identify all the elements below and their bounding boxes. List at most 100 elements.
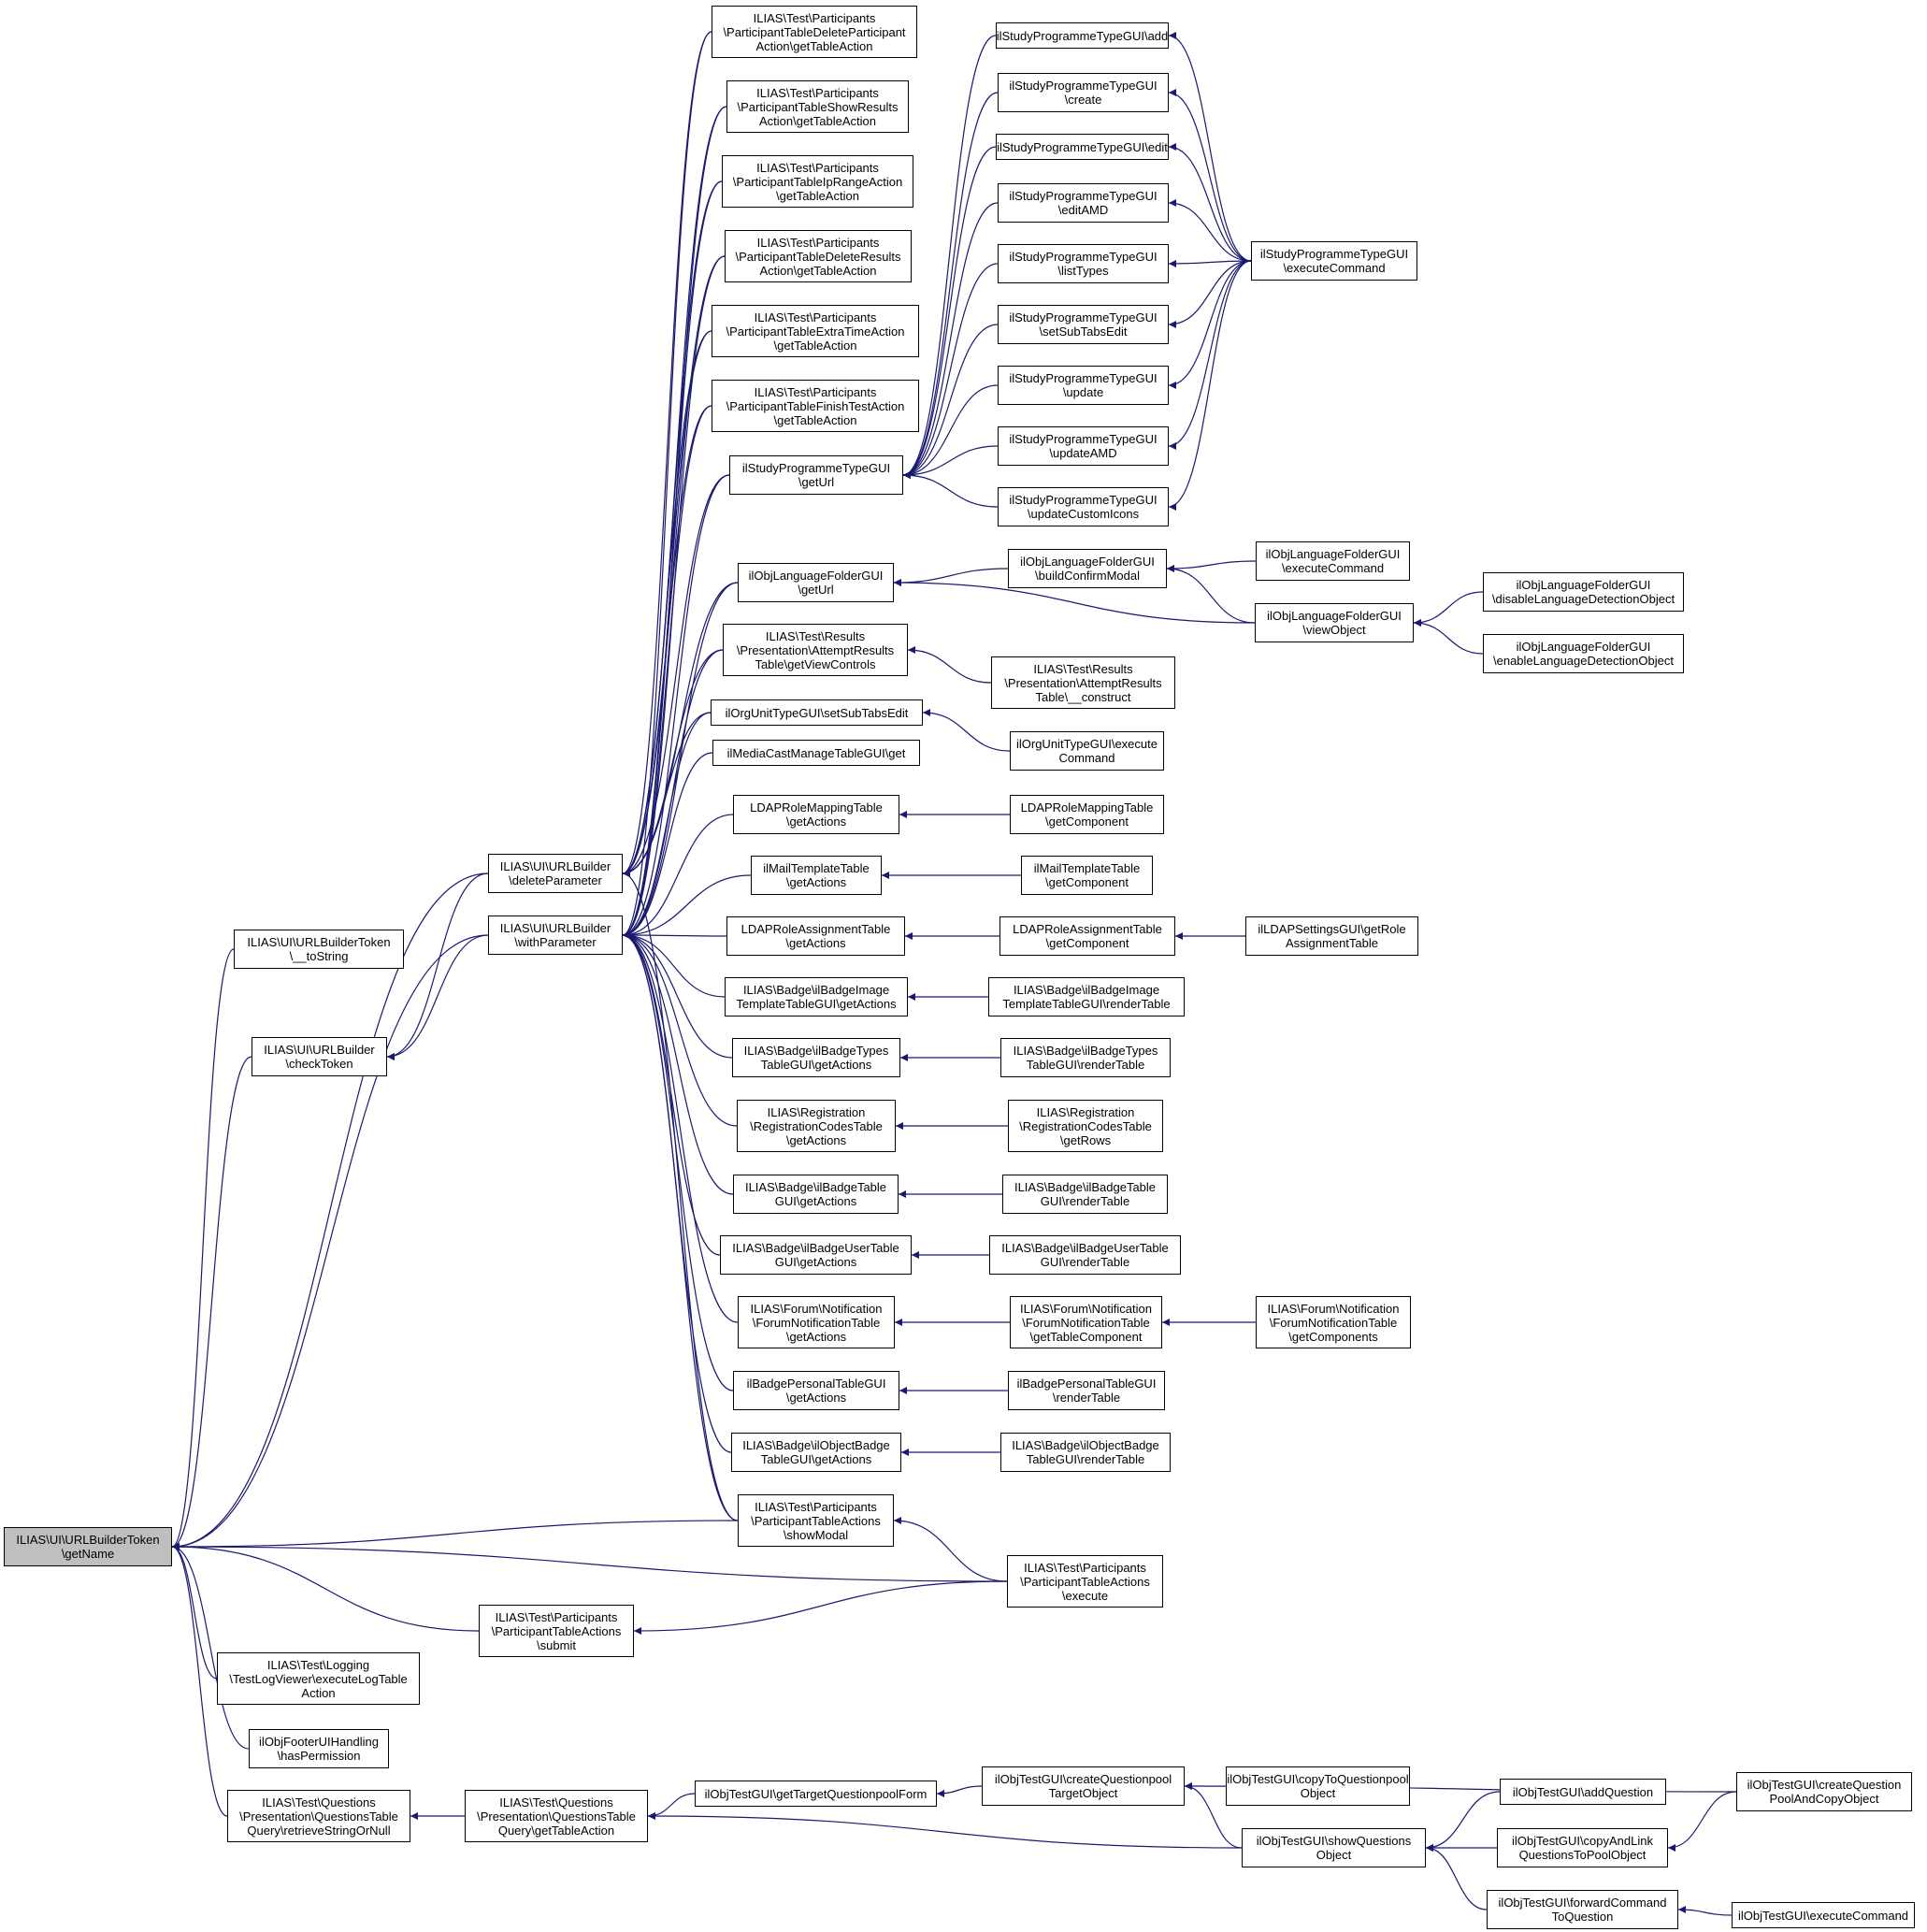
node-pFinish[interactable]: ILIAS\Test\Participants\ParticipantTable… (712, 380, 919, 432)
node-olfExec[interactable]: ilObjLanguageFolderGUI\executeCommand (1256, 541, 1410, 581)
node-tostring[interactable]: ILIAS\UI\URLBuilderToken\__toString (234, 930, 404, 969)
node-label-line: \showModal (783, 1527, 849, 1542)
edge-sptEdit-to-sptGetUrl (902, 146, 997, 479)
node-label-line: ilObjLanguageFolderGUI (1516, 578, 1651, 592)
node-sptEdit[interactable]: ilStudyProgrammeTypeGUI\edit (996, 134, 1169, 160)
node-pDelRes[interactable]: ILIAS\Test\Participants\ParticipantTable… (725, 230, 912, 282)
node-withParam[interactable]: ILIAS\UI\URLBuilder\withParameter (488, 916, 623, 955)
node-label-line: \RegistrationCodesTable (1019, 1118, 1152, 1133)
node-ldapRoleMapComp[interactable]: LDAPRoleMappingTable\getComponent (1010, 795, 1164, 834)
node-sptSetSub[interactable]: ilStudyProgrammeTypeGUI\setSubTabsEdit (998, 305, 1169, 344)
node-sptEditAMD[interactable]: ilStudyProgrammeTypeGUI\editAMD (998, 183, 1169, 223)
node-qtGetTableAction[interactable]: ILIAS\Test\Questions\Presentation\Questi… (465, 1790, 648, 1842)
node-showModal[interactable]: ILIAS\Test\Participants\ParticipantTable… (738, 1494, 894, 1547)
node-label-line: \getTableAction (776, 188, 859, 203)
edge-withParam-to-root (171, 934, 489, 1550)
node-footer[interactable]: ilObjFooterUIHandling\hasPermission (249, 1729, 389, 1768)
node-olfEnable[interactable]: ilObjLanguageFolderGUI\enableLanguageDet… (1483, 634, 1684, 673)
node-sptExec[interactable]: ilStudyProgrammeTypeGUI\executeCommand (1251, 241, 1417, 281)
node-olfGetUrl[interactable]: ilObjLanguageFolderGUI\getUrl (738, 563, 894, 602)
node-regAct[interactable]: ILIAS\Registration\RegistrationCodesTabl… (737, 1100, 896, 1152)
node-sptUpdate[interactable]: ilStudyProgrammeTypeGUI\update (998, 366, 1169, 405)
node-execute[interactable]: ILIAS\Test\Participants\ParticipantTable… (1007, 1555, 1163, 1608)
node-testExec[interactable]: ilObjTestGUI\executeCommand (1732, 1902, 1915, 1928)
edge-tostring-to-root (171, 948, 235, 1550)
node-forumComps[interactable]: ILIAS\Forum\Notification\ForumNotificati… (1256, 1296, 1411, 1348)
node-arConstruct[interactable]: ILIAS\Test\Results\Presentation\AttemptR… (991, 656, 1175, 709)
node-sptCreate[interactable]: ilStudyProgrammeTypeGUI\create (998, 73, 1169, 112)
node-deleteParam[interactable]: ILIAS\UI\URLBuilder\deleteParameter (488, 854, 623, 893)
edge-olfView-to-olfGetUrl (893, 579, 1256, 624)
node-olfView[interactable]: ilObjLanguageFolderGUI\viewObject (1255, 603, 1414, 642)
node-label-line: \executeCommand (1283, 261, 1386, 275)
node-ouSetSub[interactable]: ilOrgUnitTypeGUI\setSubTabsEdit (711, 699, 923, 726)
node-retrieveStr[interactable]: ILIAS\Test\Questions\Presentation\Questi… (227, 1790, 410, 1842)
node-root[interactable]: ILIAS\UI\URLBuilderToken\getName (4, 1527, 172, 1566)
node-badgePersAct[interactable]: ilBadgePersonalTableGUI\getActions (733, 1371, 899, 1410)
node-label-line: Command (1058, 751, 1115, 765)
node-label-line: LDAPRoleAssignmentTable (741, 922, 891, 936)
node-forumAct[interactable]: ILIAS\Forum\Notification\ForumNotificati… (738, 1296, 895, 1348)
node-regRows[interactable]: ILIAS\Registration\RegistrationCodesTabl… (1008, 1100, 1163, 1152)
node-label-line: ILIAS\Registration (767, 1104, 866, 1119)
node-label-line: ilStudyProgrammeTypeGUI (1009, 371, 1158, 385)
node-label-line: ILIAS\UI\URLBuilderToken (247, 935, 391, 949)
node-label-line: \getComponent (1045, 875, 1129, 889)
node-badgePersRender[interactable]: ilBadgePersonalTableGUI\renderTable (1008, 1371, 1165, 1410)
edge-pExtra-to-withParam (622, 330, 712, 939)
node-mailComp[interactable]: ilMailTemplateTable\getComponent (1021, 856, 1153, 895)
node-ldapRoleMapAct[interactable]: LDAPRoleMappingTable\getActions (733, 795, 899, 834)
node-label-line: ILIAS\UI\URLBuilder (499, 859, 611, 873)
node-getTargetQP[interactable]: ilObjTestGUI\getTargetQuestionpoolForm (695, 1781, 937, 1807)
node-sptUpdateIcons[interactable]: ilStudyProgrammeTypeGUI\updateCustomIcon… (998, 487, 1169, 526)
edge-badgeUserAct-to-withParam (622, 931, 721, 1256)
node-mailAct[interactable]: ilMailTemplateTable\getActions (751, 856, 882, 895)
node-olfBuild[interactable]: ilObjLanguageFolderGUI\buildConfirmModal (1008, 549, 1167, 588)
node-arGetView[interactable]: ILIAS\Test\Results\Presentation\AttemptR… (723, 624, 908, 676)
node-sptAdd[interactable]: ilStudyProgrammeTypeGUI\add (996, 22, 1169, 49)
node-label-line: ilObjTestGUI\executeCommand (1737, 1908, 1909, 1923)
node-pDelete[interactable]: ILIAS\Test\Participants\ParticipantTable… (712, 6, 917, 58)
node-label-line: ILIAS\Badge\ilBadgeTypes (1013, 1044, 1158, 1058)
node-ldapRoleAssAct[interactable]: LDAPRoleAssignmentTable\getActions (726, 916, 905, 956)
node-sptUpdateAMD[interactable]: ilStudyProgrammeTypeGUI\updateAMD (998, 426, 1169, 466)
node-olfDisable[interactable]: ilObjLanguageFolderGUI\disableLanguageDe… (1483, 572, 1684, 612)
node-sptGetUrl[interactable]: ilStudyProgrammeTypeGUI\getUrl (729, 455, 903, 495)
node-addQuestion[interactable]: ilObjTestGUI\addQuestion (1500, 1779, 1666, 1805)
node-label-line: \__toString (289, 949, 349, 963)
node-label-line: Action (301, 1685, 336, 1700)
node-pShow[interactable]: ILIAS\Test\Participants\ParticipantTable… (726, 80, 909, 133)
node-logViewer[interactable]: ILIAS\Test\Logging\TestLogViewer\execute… (217, 1652, 420, 1705)
node-label-line: ilObjTestGUI\createQuestion (1747, 1778, 1902, 1792)
node-label-line: ILIAS\Test\Logging (266, 1657, 370, 1672)
node-checkToken[interactable]: ILIAS\UI\URLBuilder\checkToken (252, 1037, 387, 1076)
node-label-line: \submit (537, 1637, 576, 1652)
node-mediaCast[interactable]: ilMediaCastManageTableGUI\get (712, 740, 920, 766)
node-pExtra[interactable]: ILIAS\Test\Participants\ParticipantTable… (712, 305, 919, 357)
node-label-line: GUI\renderTable (1040, 1255, 1130, 1269)
node-label-line: ilObjLanguageFolderGUI (748, 569, 884, 583)
node-submit[interactable]: ILIAS\Test\Participants\ParticipantTable… (479, 1605, 634, 1657)
node-pIp[interactable]: ILIAS\Test\Participants\ParticipantTable… (722, 155, 913, 208)
node-sptList[interactable]: ilStudyProgrammeTypeGUI\listTypes (998, 244, 1169, 283)
node-ldapRoleAssComp[interactable]: LDAPRoleAssignmentTable\getComponent (999, 916, 1175, 956)
node-forumComp[interactable]: ILIAS\Forum\Notification\ForumNotificati… (1010, 1296, 1162, 1348)
